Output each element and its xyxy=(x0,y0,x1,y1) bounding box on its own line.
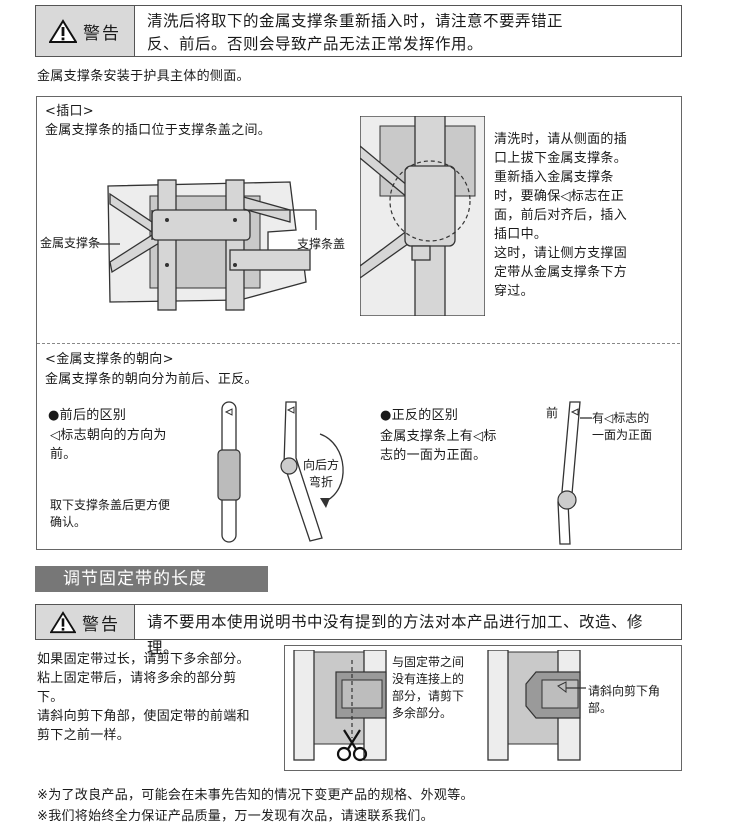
warning-triangle-icon xyxy=(50,610,76,633)
mark-label: 有◁标志的 一面为正面 xyxy=(592,411,653,442)
front-back-text: ◁标志朝向的方向为 前。 xyxy=(50,428,167,462)
corner-note: 请斜向剪下角 部。 xyxy=(588,684,661,715)
stay-info-box xyxy=(36,96,682,550)
footer-note-1: ※为了改良产品，可能会在未事先告知的情况下变更产品的规格、外观等。 xyxy=(37,788,474,803)
brace-side-illustration xyxy=(90,179,317,311)
footer-note-2: ※我们将始终全力保证产品质量，万一发现有次品，请速联系我们。 xyxy=(37,809,434,824)
stay-front-back-illustration xyxy=(217,401,344,543)
strap-cut-illustration xyxy=(293,650,387,762)
orientation-desc: 金属支撑条的朝向分为前后、正反。 xyxy=(45,372,258,387)
label-stay-cover: 支撑条盖 xyxy=(297,237,346,251)
warning-tag-2: 警告 xyxy=(36,605,135,639)
warning-triangle-icon xyxy=(49,18,77,43)
warning-message: 清洗后将取下的金属支撑条重新插入时，请注意不要弄错正 反、前后。否则会导致产品无… xyxy=(147,12,564,53)
insertion-desc: 金属支撑条的插口位于支撑条盖之间。 xyxy=(45,123,272,138)
label-metal-stay: 金属支撑条 xyxy=(40,236,101,250)
cut-note: 与固定带之间 没有连接上的 部分，请剪下 多余部分。 xyxy=(392,655,465,720)
section-title: 调节固定带的长度 xyxy=(35,566,268,592)
face-text: 金属支撑条上有◁标 志的一面为正面。 xyxy=(380,429,497,463)
triangle-mark-icon xyxy=(224,408,233,416)
warning-box-1: 警告 清洗后将取下的金属支撑条重新插入时，请注意不要弄错正 反、前后。否则会导致… xyxy=(35,5,682,57)
divider xyxy=(37,343,680,344)
strap-corner-illustration xyxy=(487,650,586,761)
front-back-title: ●前后的区别 xyxy=(48,408,127,423)
stay-face-illustration xyxy=(557,401,592,545)
warning-label-2: 警告 xyxy=(82,614,120,635)
warning-label: 警告 xyxy=(83,23,121,44)
warning-message-2: 请不要用本使用说明书中没有提到的方法对本产品进行加工、改造、修理。 xyxy=(147,613,644,657)
remove-cover-note: 取下支撑条盖后更方便 确认。 xyxy=(50,498,171,529)
scissors-icon xyxy=(336,729,368,762)
face-title: ●正反的区别 xyxy=(380,408,459,423)
front-label: 前 xyxy=(546,406,559,420)
brace-zoom-illustration xyxy=(360,116,485,316)
insertion-instructions: 清洗时，请从侧面的插 口上拔下金属支撑条。 重新插入金属支撑条 时，要确保◁标志… xyxy=(494,132,628,299)
orientation-heading: <金属支撑条的朝向> xyxy=(45,352,174,367)
warning-tag: 警告 xyxy=(36,6,135,56)
adjust-text: 如果固定带过长，请剪下多余部分。 粘上固定带后，请将多余的部分剪 下。 请斜向剪… xyxy=(37,652,250,743)
warning-box-2: 警告 请不要用本使用说明书中没有提到的方法对本产品进行加工、改造、修理。 xyxy=(35,604,682,657)
intro-text: 金属支撑条安装于护具主体的侧面。 xyxy=(37,69,250,84)
bend-label: 向后方 弯折 xyxy=(303,458,340,489)
strap-adjust-box xyxy=(284,645,682,771)
insertion-heading: <插口> xyxy=(45,104,94,119)
